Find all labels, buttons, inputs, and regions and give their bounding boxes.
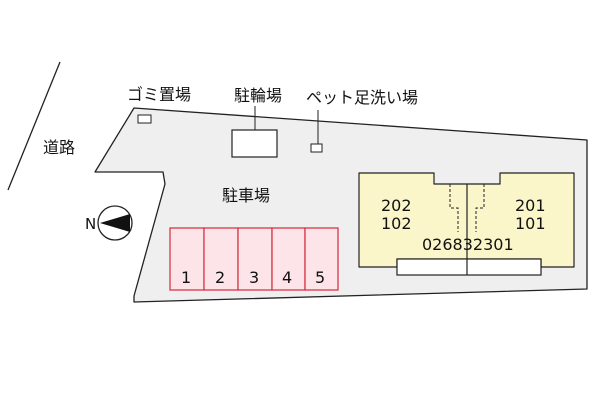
parking-space-2-label: 2 [215, 268, 225, 287]
parking-spaces: 1 2 3 4 5 [169, 227, 339, 291]
room-201-label: 201 [515, 196, 546, 215]
apartment-building: 202 102 201 101 026832301 [358, 172, 575, 276]
road-edge-line [7, 61, 61, 191]
room-102-label: 102 [381, 214, 412, 233]
compass-north-icon: N [85, 205, 133, 241]
parking-space-1-label: 1 [181, 268, 191, 287]
bicycle-parking-area [231, 129, 278, 158]
garbage-area-label: ゴミ置場 [127, 85, 191, 104]
room-202-label: 202 [381, 196, 412, 215]
garbage-area-marker [137, 114, 152, 124]
parking-space-4-label: 4 [282, 268, 292, 287]
building-balcony [396, 258, 542, 276]
pet-wash-label: ペット足洗い場 [306, 88, 418, 107]
stair-outline-right [475, 184, 485, 232]
parking-space-3-label: 3 [249, 268, 259, 287]
road-label: 道路 [43, 138, 75, 157]
property-code: 026832301 [422, 235, 514, 254]
pet-wash-marker [310, 143, 323, 153]
parking-space-3 [237, 227, 273, 291]
bicycle-parking-label: 駐輪場 [234, 86, 282, 105]
compass-n-label: N [85, 215, 96, 233]
parking-lot-label: 駐車場 [222, 186, 270, 205]
parking-space-5 [304, 227, 339, 291]
room-101-label: 101 [515, 214, 546, 233]
stair-outline-left [449, 184, 459, 232]
parking-space-5-label: 5 [315, 268, 325, 287]
parking-space-1 [169, 227, 205, 291]
